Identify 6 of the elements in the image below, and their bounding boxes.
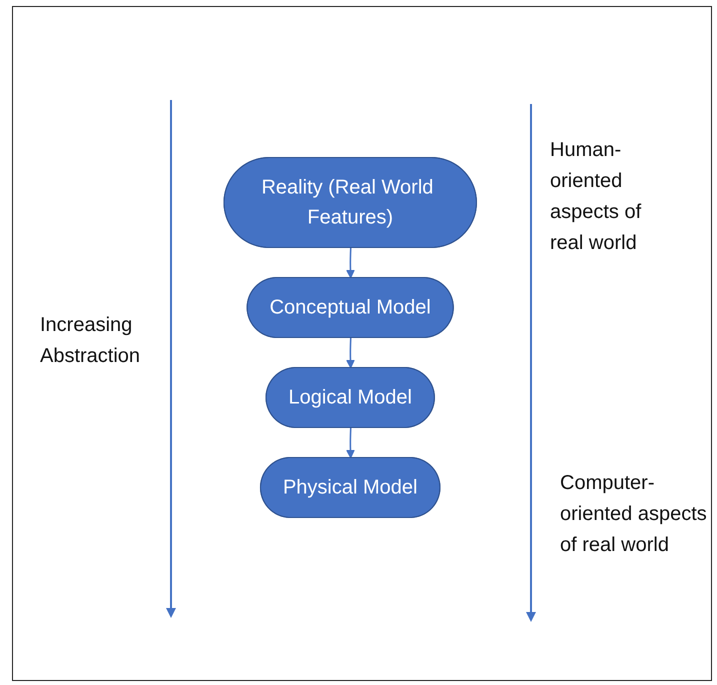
side-label: Increasing Abstraction [40,313,142,369]
side-label: Computer-oriented aspects of real world [560,471,708,558]
arrow [346,248,355,278]
arrow [346,428,355,458]
side-label: Human-oriented aspects of real world [550,138,642,256]
arrow [346,338,355,368]
